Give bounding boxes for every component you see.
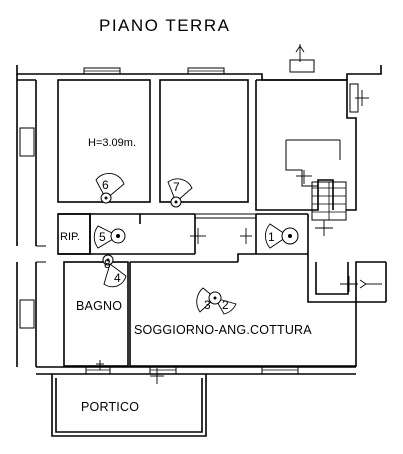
walls bbox=[16, 65, 387, 437]
marker-5-label: 5 bbox=[99, 230, 106, 244]
view-marker-4: 4 bbox=[103, 263, 127, 288]
view-marker-7: 7 bbox=[167, 178, 193, 208]
rip-label: RIP. bbox=[60, 231, 80, 243]
plan-title: PIANO TERRA bbox=[99, 16, 230, 35]
marker-2-label: 2 bbox=[222, 298, 229, 312]
room-height-label: H=3.09m. bbox=[88, 137, 136, 149]
view-marker-1: 1 bbox=[264, 223, 299, 249]
view-marker-8: 8 bbox=[102, 254, 114, 271]
windows bbox=[19, 59, 359, 375]
view-markers: 6 7 5 8 4 1 bbox=[93, 172, 299, 315]
marker-1-label: 1 bbox=[268, 230, 275, 244]
view-marker-5: 5 bbox=[93, 225, 126, 249]
outlet-symbols bbox=[96, 44, 382, 384]
portico-label: PORTICO bbox=[81, 400, 139, 414]
marker-4-label: 4 bbox=[114, 271, 121, 285]
marker-7-label: 7 bbox=[173, 180, 180, 194]
view-marker-3-2: 3 2 bbox=[196, 287, 237, 315]
view-marker-6: 6 bbox=[95, 172, 125, 204]
soggiorno-label: SOGGIORNO-ANG.COTTURA bbox=[134, 323, 312, 337]
marker-3-label: 3 bbox=[204, 298, 211, 312]
marker-6-label: 6 bbox=[102, 178, 109, 192]
marker-8-label: 8 bbox=[104, 257, 111, 271]
bagno-label: BAGNO bbox=[76, 299, 122, 313]
